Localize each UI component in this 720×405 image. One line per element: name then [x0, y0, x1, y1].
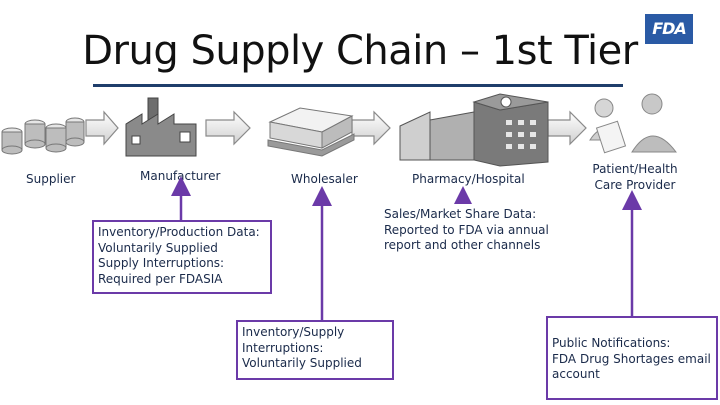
- fda-logo: FDA: [645, 14, 693, 44]
- supplier-drums-icon: [1, 117, 85, 155]
- stage-label-manufacturer: Manufacturer: [140, 169, 221, 183]
- box-line: Voluntarily Supplied: [98, 240, 218, 255]
- patient-notification-box: Public Notifications: FDA Drug Shortages…: [546, 316, 718, 400]
- hospital-icon: [399, 93, 549, 167]
- manufacturer-data-box: Inventory/Production Data: Voluntarily S…: [92, 220, 272, 294]
- box-line: Voluntarily Supplied: [242, 356, 362, 370]
- box-line: Sales/Market Share Data:: [384, 207, 537, 221]
- stage-label-patient: Patient/Health Care Provider: [584, 161, 686, 193]
- pallet-boxes-icon: [267, 107, 355, 157]
- box-line: account: [552, 367, 600, 381]
- box-line: report and other channels: [384, 238, 541, 252]
- pharmacy-data-box: Sales/Market Share Data: Reported to FDA…: [380, 204, 550, 262]
- supply-chain-graphic: [1, 93, 678, 167]
- wholesaler-data-box: Inventory/Supply Interruptions: Voluntar…: [236, 320, 394, 380]
- factory-icon: [125, 97, 197, 157]
- box-line: Public Notifications:: [552, 336, 671, 350]
- patient-provider-icon: [589, 93, 678, 154]
- stage-label-patient-line1: Patient/Health: [592, 162, 678, 176]
- stage-label-patient-line2: Care Provider: [594, 178, 676, 192]
- box-line: Inventory/Production Data:: [98, 225, 260, 239]
- box-line: Reported to FDA via annual: [384, 222, 549, 237]
- box-line: Interruptions:: [242, 340, 324, 355]
- box-line: Required per FDASIA: [98, 271, 223, 286]
- box-line: Supply Interruptions:: [98, 256, 225, 270]
- box-line: FDA Drug Shortages email: [552, 351, 711, 366]
- flow-arrows: [85, 110, 587, 146]
- box-line: Inventory/Supply: [242, 325, 345, 339]
- page-title: Drug Supply Chain – 1st Tier: [82, 28, 638, 74]
- stage-label-supplier: Supplier: [26, 172, 76, 186]
- stage-label-pharmacy: Pharmacy/Hospital: [412, 172, 525, 186]
- title-underline: [93, 84, 623, 87]
- stage-label-wholesaler: Wholesaler: [291, 172, 358, 186]
